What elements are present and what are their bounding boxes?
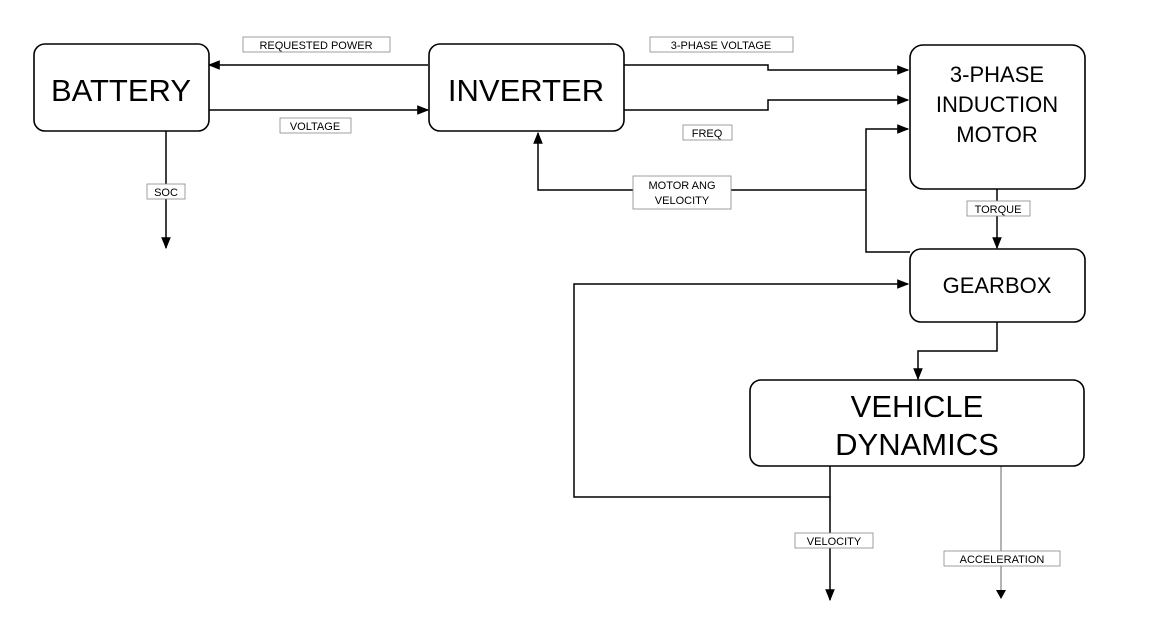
svg-text:VELOCITY: VELOCITY [655,195,710,207]
freq-arrow [624,95,910,111]
svg-text:SOC: SOC [154,187,178,199]
velocity-label: VELOCITY [794,532,874,549]
voltage-label: VOLTAGE [279,117,352,134]
acceleration-arrowhead [996,590,1006,599]
gearbox-to-vehicle-arrow [913,322,998,381]
acceleration-label: ACCELERATION [943,550,1061,567]
soc-label: SOC [146,183,186,200]
vehicle-dynamics-block: VEHICLE DYNAMICS [749,379,1085,467]
velocity-feedback-arrow [573,279,910,498]
svg-text:TORQUE: TORQUE [975,204,1022,216]
motor-label-line1: 3-PHASE [950,62,1044,87]
battery-label: BATTERY [51,73,191,108]
vehicle-label-line1: VEHICLE [851,389,984,424]
freq-label: FREQ [682,124,733,141]
motor-label-line2: INDUCTION [936,92,1058,117]
motor-block: 3-PHASE INDUCTION MOTOR [909,44,1086,190]
svg-text:VELOCITY: VELOCITY [807,536,862,548]
torque-label: TORQUE [966,200,1031,217]
gearbox-label: GEARBOX [943,273,1052,298]
motor-feedback-branch [865,124,910,190]
motor-ang-velocity-label: MOTOR ANG VELOCITY [632,175,732,210]
vehicle-label-line2: DYNAMICS [835,427,999,462]
svg-text:VOLTAGE: VOLTAGE [290,121,340,133]
inverter-label: INVERTER [448,73,604,108]
svg-text:MOTOR ANG: MOTOR ANG [648,180,715,192]
battery-block: BATTERY [33,43,210,132]
inverter-block: INVERTER [428,43,625,132]
svg-text:REQUESTED POWER: REQUESTED POWER [259,40,372,52]
gearbox-block: GEARBOX [909,248,1086,323]
requested-power-label: REQUESTED POWER [242,36,391,53]
motor-label-line3: MOTOR [956,122,1037,147]
svg-text:ACCELERATION: ACCELERATION [960,554,1045,566]
svg-text:FREQ: FREQ [692,128,723,140]
three-phase-voltage-arrow [624,64,910,75]
three-phase-voltage-label: 3-PHASE VOLTAGE [649,36,794,53]
svg-text:3-PHASE VOLTAGE: 3-PHASE VOLTAGE [671,40,771,52]
